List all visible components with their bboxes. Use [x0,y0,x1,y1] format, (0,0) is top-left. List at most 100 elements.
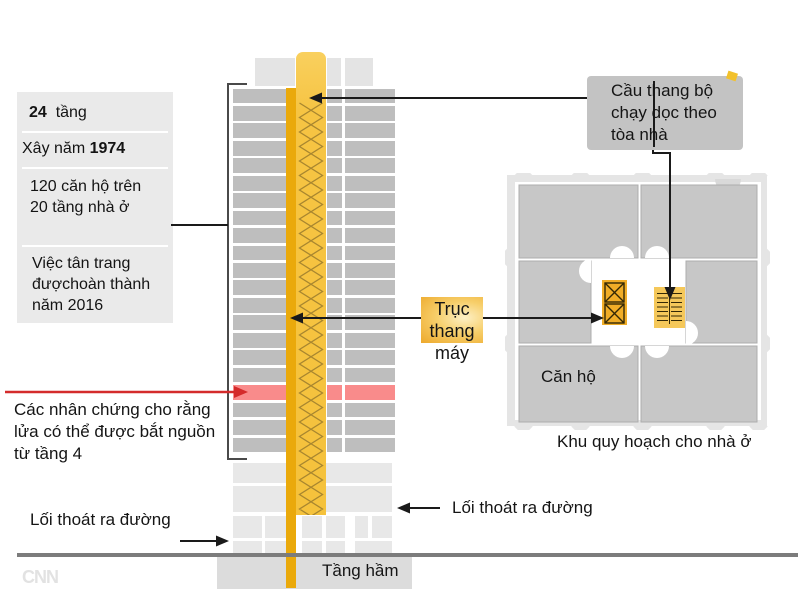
floor-slab [345,105,395,121]
floor-slab [326,263,342,278]
floor-slab [326,280,342,296]
elevator-label-line2: thang [429,321,475,341]
staircase-column [296,52,326,515]
basement-block [217,557,412,589]
elevator-label-line3: máy [434,343,469,363]
stat-floors: 24 tầng [29,102,87,123]
staircase-note-line2: chạy dọc theo [611,103,717,122]
stat-floors-value: 24 [29,104,47,121]
floor-slab [233,263,286,278]
floor-slab [233,315,286,331]
stat-renovation-line1: Việc tân trang [32,255,131,272]
elevator-label: Trục thang máy [409,298,495,364]
floor-slab [345,437,395,453]
room-bottom-right [640,345,758,423]
floor-slab [233,437,286,453]
divider [22,245,168,247]
stat-built-value: 1974 [89,140,126,157]
floor-slab [326,315,342,331]
tower-roof [345,58,373,86]
floor-slab [233,402,286,418]
floor-slab [265,515,287,538]
room-mid-right [685,260,758,344]
floor-slab [326,105,342,121]
floor-slab [345,210,395,226]
elevator-shaft-stripe [286,88,296,588]
floor-slab [345,297,395,313]
witness-note: Các nhân chứng cho rằng lửa có thể được … [14,399,215,465]
floor-slab [233,297,286,313]
elevator-label-background [421,297,483,343]
yellow-mark [726,70,738,82]
elevator-label-line1: Trục [434,299,470,319]
stat-apartments: 120 căn hộ trên 20 tầng nhà ở [30,176,141,218]
room-top-left [518,184,639,259]
floor-slab [233,228,286,243]
floor-slab [345,175,395,191]
witness-note-line1: Các nhân chứng cho rằng [14,400,211,419]
floor-slab [326,350,342,366]
basement-label: Tầng hầm [322,561,399,580]
plan-caption: Khu quy hoạch cho nhà ở [557,432,752,451]
witness-note-line2: lửa có thể được bắt nguồn [14,422,216,441]
floor-slab [355,515,368,538]
floor-slab [326,332,342,348]
stat-built-year: Xây năm 1974 [22,138,125,159]
ground-line [17,553,798,557]
floor-slab [326,158,342,174]
exit-left-arrowhead [216,535,229,547]
fire-floor-slab [326,385,342,400]
stat-renovation-line3: năm 2016 [32,297,104,314]
floor-slab [233,123,286,139]
staircase-note-line [653,81,655,147]
floor-slab [345,228,395,243]
staircase-note-line1: Cầu thang bộ [611,81,714,100]
floor-slab [345,123,395,139]
floor-slab [345,332,395,348]
room-bottom-left [518,345,639,423]
floor-slab [233,140,286,156]
floor-slab [326,420,342,435]
floor-slab [345,193,395,208]
floor-slab [345,420,395,435]
divider [22,167,168,169]
floor-slab [326,540,345,553]
elevator-icon [602,280,627,325]
stat-floors-unit: tầng [55,104,87,121]
floor-slab [233,175,286,191]
floor-slab [326,175,342,191]
exit-right-label: Lối thoát ra đường [452,498,593,517]
cnn-logo: CNN [22,567,59,587]
floor-slab [326,515,345,538]
tower-roof [255,58,295,86]
floor-slab [233,515,262,538]
floor-slab [326,402,342,418]
stat-apartments-line2: 20 tầng nhà ở [30,199,130,216]
floor-slab [372,515,392,538]
floor-slab [233,88,286,104]
floor-slab [345,140,395,156]
floor-slab [345,158,395,174]
floor-slab [345,402,395,418]
staircase-note-box: Cầu thang bộ chạy dọc theo tòa nhà [587,70,743,150]
floor-slab [345,280,395,296]
floor-slab [233,158,286,174]
floor-slab [326,367,342,383]
tower-roof [327,58,341,86]
floor-slab [233,420,286,435]
floor-slab [326,297,342,313]
floor-slab [325,463,392,483]
floor-slab [345,88,395,104]
witness-note-line3: từ tầng 4 [14,444,83,463]
floor-slab [326,140,342,156]
floor-slab [233,105,286,121]
floor-slab [345,350,395,366]
floor-slab [355,540,392,553]
floor-slab [345,367,395,383]
floor-slab [233,280,286,296]
fire-floor-slab [345,385,395,400]
floor-slab [265,540,287,553]
apartment-label: Căn hộ [541,367,596,386]
divider [22,131,168,133]
staircase-icon [654,287,685,328]
